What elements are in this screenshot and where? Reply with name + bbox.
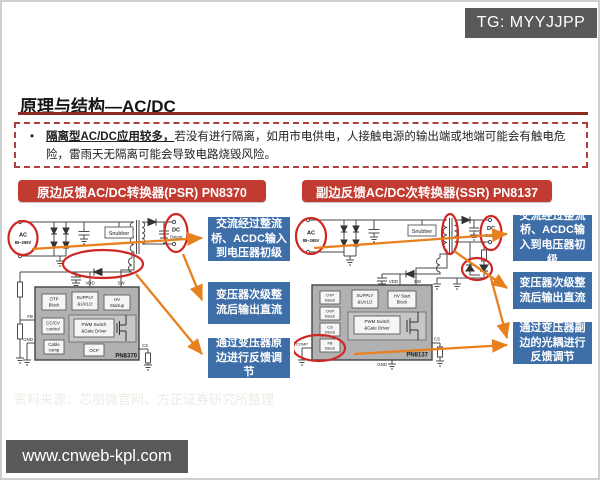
ssr-section-banner: 副边反馈AC/DC次转换器(SSR) PN8137: [302, 180, 552, 202]
svg-text:COMP: COMP: [296, 342, 308, 347]
svg-text:&Gate Driver: &Gate Driver: [81, 329, 107, 334]
psr-highlight-aux-feedback: [61, 248, 145, 280]
svg-text:comp: comp: [49, 348, 60, 353]
psr-chip-label: PN8370: [115, 354, 137, 360]
svg-text:&Gate Driver: &Gate Driver: [364, 326, 390, 331]
ssr-ic-block: OTP Block OVP Block CS Block FB Block SU…: [311, 284, 433, 361]
svg-text:OVP: OVP: [326, 309, 335, 314]
svg-text:CS: CS: [327, 325, 333, 330]
psr-ac-source-label: AC 85~265V: [15, 233, 32, 246]
svg-text:OTP: OTP: [49, 297, 58, 302]
svg-text:FB: FB: [27, 314, 33, 319]
svg-text:PWM Switch: PWM Switch: [82, 322, 107, 327]
svg-text:85~265V: 85~265V: [15, 240, 32, 245]
page-title: 原理与结构—AC/DC: [20, 97, 176, 116]
svg-text:DC: DC: [487, 226, 495, 232]
svg-text:AC: AC: [19, 233, 27, 239]
svg-text:HV: HV: [114, 297, 120, 302]
website-watermark-badge: www.cnweb-kpl.com: [6, 440, 188, 473]
note-body-text: 若没有进行隔离，如用市电供电，人接触电源的输出端或地端可能会有触电危险，雷雨天无…: [46, 131, 566, 161]
website-watermark-text: www.cnweb-kpl.com: [22, 447, 172, 465]
svg-text:Block: Block: [325, 346, 335, 351]
mosfet-symbol: [406, 312, 419, 340]
svg-text:FB: FB: [327, 341, 332, 346]
svg-text:SUPPLY: SUPPLY: [356, 293, 373, 298]
psr-red-highlights: [7, 212, 189, 280]
svg-text:Output: Output: [485, 233, 498, 238]
svg-text:&UVLO: &UVLO: [358, 300, 373, 305]
svg-text:OCP: OCP: [89, 348, 99, 353]
ssr-chip-label: PN8137: [406, 353, 428, 359]
psr-section-banner: 原边反馈AC/DC转换器(PSR) PN8370: [18, 180, 266, 202]
psr-callout-feedback: 通过变压器原边进行反馈调节: [208, 337, 290, 379]
svg-text:Block: Block: [325, 314, 335, 319]
ssr-dc-output-label: DC Output: [485, 226, 498, 238]
svg-text:SW: SW: [117, 281, 125, 286]
source-note: 资料来源：芯朋微官网、方正证券研究所整理: [14, 392, 275, 407]
psr-diodes: [50, 217, 158, 277]
warning-note-box: • 隔离型AC/DC应用较多，若没有进行隔离，如用市电供电，人接触电源的输出端或…: [14, 122, 588, 168]
ssr-ac-source-label: AC 85~265V: [303, 231, 320, 244]
svg-text:Block: Block: [325, 298, 335, 303]
svg-text:85~265V: 85~265V: [303, 238, 320, 243]
tg-watermark-text: TG: MYYJJPP: [476, 14, 586, 31]
svg-text:Block: Block: [49, 303, 61, 308]
ssr-callout-secondary-dc: 变压器次级整流后输出直流: [513, 272, 592, 309]
psr-callout-secondary-dc-text: 变压器次级整流后输出直流: [216, 289, 282, 316]
ssr-callout-ac-input: 交流经过整流桥、ACDC输入到电压器初级: [513, 210, 592, 266]
svg-text:Output: Output: [170, 235, 183, 240]
svg-text:SUPPLY: SUPPLY: [76, 295, 93, 300]
svg-text:OTP: OTP: [326, 293, 335, 298]
ssr-callout-feedback-text: 通过变压器副边的光耦进行反馈调节: [519, 322, 586, 364]
svg-text:VDD: VDD: [85, 281, 94, 286]
psr-callout-ac-input-text: 交流经过整流桥、ACDC输入到电压器初级: [211, 218, 287, 260]
ssr-callout-feedback: 通过变压器副边的光耦进行反馈调节: [513, 322, 592, 364]
mosfet-symbol: [116, 315, 127, 341]
svg-text:Snubber: Snubber: [109, 231, 130, 237]
svg-text:VDD: VDD: [389, 279, 398, 284]
psr-callout-secondary-dc: 变压器次级整流后输出直流: [208, 282, 290, 324]
svg-text:HV Start: HV Start: [394, 294, 411, 299]
svg-text:DC: DC: [172, 228, 180, 234]
ssr-pin-labels: VDD SW COMP GND CS: [296, 279, 440, 367]
ssr-highlight-comp-fb: [294, 333, 347, 363]
svg-text:AC: AC: [307, 231, 315, 237]
svg-text:Block: Block: [397, 300, 409, 305]
title-underline: [18, 112, 588, 115]
svg-text:control: control: [46, 327, 59, 332]
psr-snubber-box: Snubber: [104, 226, 134, 239]
svg-text:Block: Block: [325, 330, 335, 335]
psr-banner-label: 原边反馈AC/DC转换器(PSR) PN8370: [37, 185, 247, 200]
svg-text:PWM Switch: PWM Switch: [365, 319, 390, 324]
psr-circuit-diagram: Snubber OTP Block SUPPLY &UVLO HV Startu…: [7, 212, 189, 371]
tg-watermark-badge: TG: MYYJJPP: [465, 8, 597, 38]
ssr-callout-ac-input-text: 交流经过整流桥、ACDC输入到电压器初级: [519, 209, 586, 266]
ssr-circuit-diagram: Snubber OTP Block OVP Block CS Block FB …: [294, 212, 503, 370]
svg-text:GND: GND: [23, 337, 33, 342]
svg-text:SW: SW: [414, 279, 422, 284]
ssr-banner-label: 副边反馈AC/DC次转换器(SSR) PN8137: [315, 185, 539, 200]
svg-text:GND: GND: [377, 362, 387, 367]
ssr-callout-secondary-dc-text: 变压器次级整流后输出直流: [519, 276, 586, 304]
psr-callout-ac-input: 交流经过整流桥、ACDC输入到电压器初级: [208, 217, 290, 261]
svg-text:CC/CV: CC/CV: [46, 321, 60, 326]
psr-dc-output-label: DC Output: [170, 228, 183, 240]
bullet-icon: •: [30, 131, 35, 143]
psr-callout-feedback-text: 通过变压器原边进行反馈调节: [216, 337, 282, 379]
note-lead-text: 隔离型AC/DC应用较多，: [46, 131, 175, 143]
svg-text:CS: CS: [142, 343, 148, 348]
svg-text:Snubber: Snubber: [412, 229, 433, 235]
ssr-highlight-optocoupler: [460, 256, 494, 282]
svg-text:&UVLO: &UVLO: [78, 302, 93, 307]
svg-text:CS: CS: [434, 337, 440, 342]
ssr-snubber-box: Snubber: [407, 224, 437, 237]
svg-text:Cable: Cable: [48, 342, 60, 347]
psr-ic-block: OTP Block SUPPLY &UVLO HV Startup CC/CV …: [34, 286, 140, 361]
svg-text:Startup: Startup: [110, 303, 125, 308]
